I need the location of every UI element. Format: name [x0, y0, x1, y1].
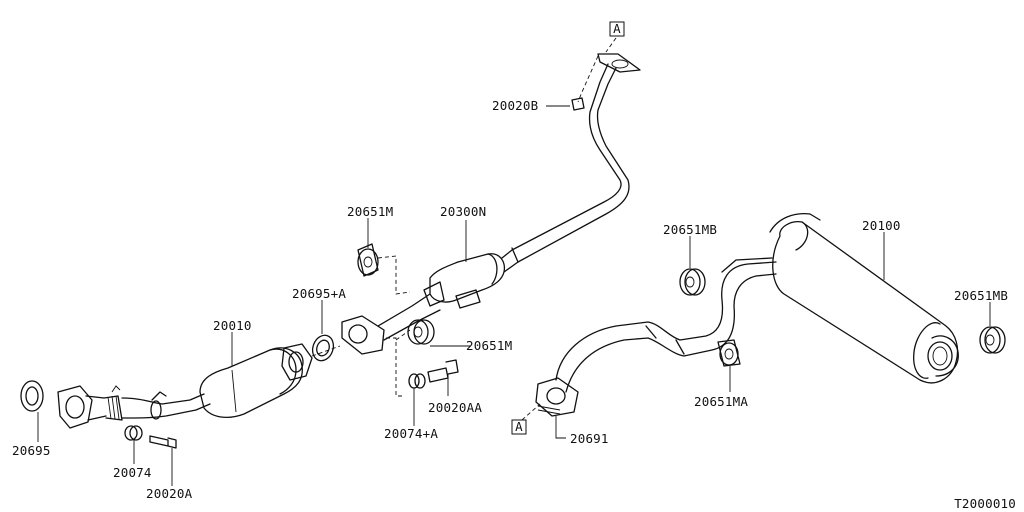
gasket-20074: [124, 425, 143, 441]
rear-pipe-inlet-flange-20691: [535, 377, 579, 417]
label-20651MB-right: 20651MB: [954, 288, 1008, 303]
bolt-20020A: [149, 435, 177, 449]
catalytic-converter-20010: [199, 343, 313, 419]
label-20695-plus-a: 20695+A: [292, 286, 346, 301]
label-20074: 20074: [113, 465, 152, 480]
gasket-20691: [537, 405, 561, 415]
gasket-20695-plus-a: [311, 334, 335, 362]
svg-text:A: A: [613, 21, 621, 36]
label-20651M-mid: 20651M: [466, 338, 512, 353]
label-20651MA: 20651MA: [694, 394, 748, 409]
reference-box-a-top: A: [609, 21, 625, 37]
mounting-rubber-20651MB-right: [979, 326, 1006, 354]
muffler-assembly-20100: [555, 212, 959, 393]
label-20020B: 20020B: [492, 98, 538, 113]
leader-lines: [37, 105, 991, 486]
label-20010: 20010: [213, 318, 252, 333]
label-20651M-top: 20651M: [347, 204, 393, 219]
label-20100: 20100: [862, 218, 901, 233]
reference-box-a-bottom: A: [511, 419, 527, 435]
mounting-rubber-20651M-mid: [407, 319, 435, 345]
drawing-code: T2000010: [954, 496, 1016, 511]
bolt-20020B: [571, 97, 585, 111]
label-20074-plus-a: 20074+A: [384, 426, 438, 441]
label-20020A: 20020A: [146, 486, 193, 501]
bolt-20020AA: [427, 359, 459, 383]
label-20651MB-left: 20651MB: [663, 222, 717, 237]
label-20695: 20695: [12, 443, 51, 458]
front-tube-assembly: [57, 385, 211, 429]
mounting-rubber-20651M-top: [357, 243, 379, 277]
svg-text:A: A: [515, 419, 523, 434]
label-20020AA: 20020AA: [428, 400, 482, 415]
front-gasket-20695: [20, 380, 44, 412]
mounting-rubber-20651MA: [717, 339, 741, 367]
mounting-rubber-20651MB-left: [679, 268, 706, 296]
center-pipe-20300N: [341, 53, 641, 355]
dashed-link-top: [577, 37, 617, 103]
label-20300N: 20300N: [440, 204, 486, 219]
gasket-20074-plus-a: [408, 373, 426, 389]
label-20691: 20691: [570, 431, 609, 446]
